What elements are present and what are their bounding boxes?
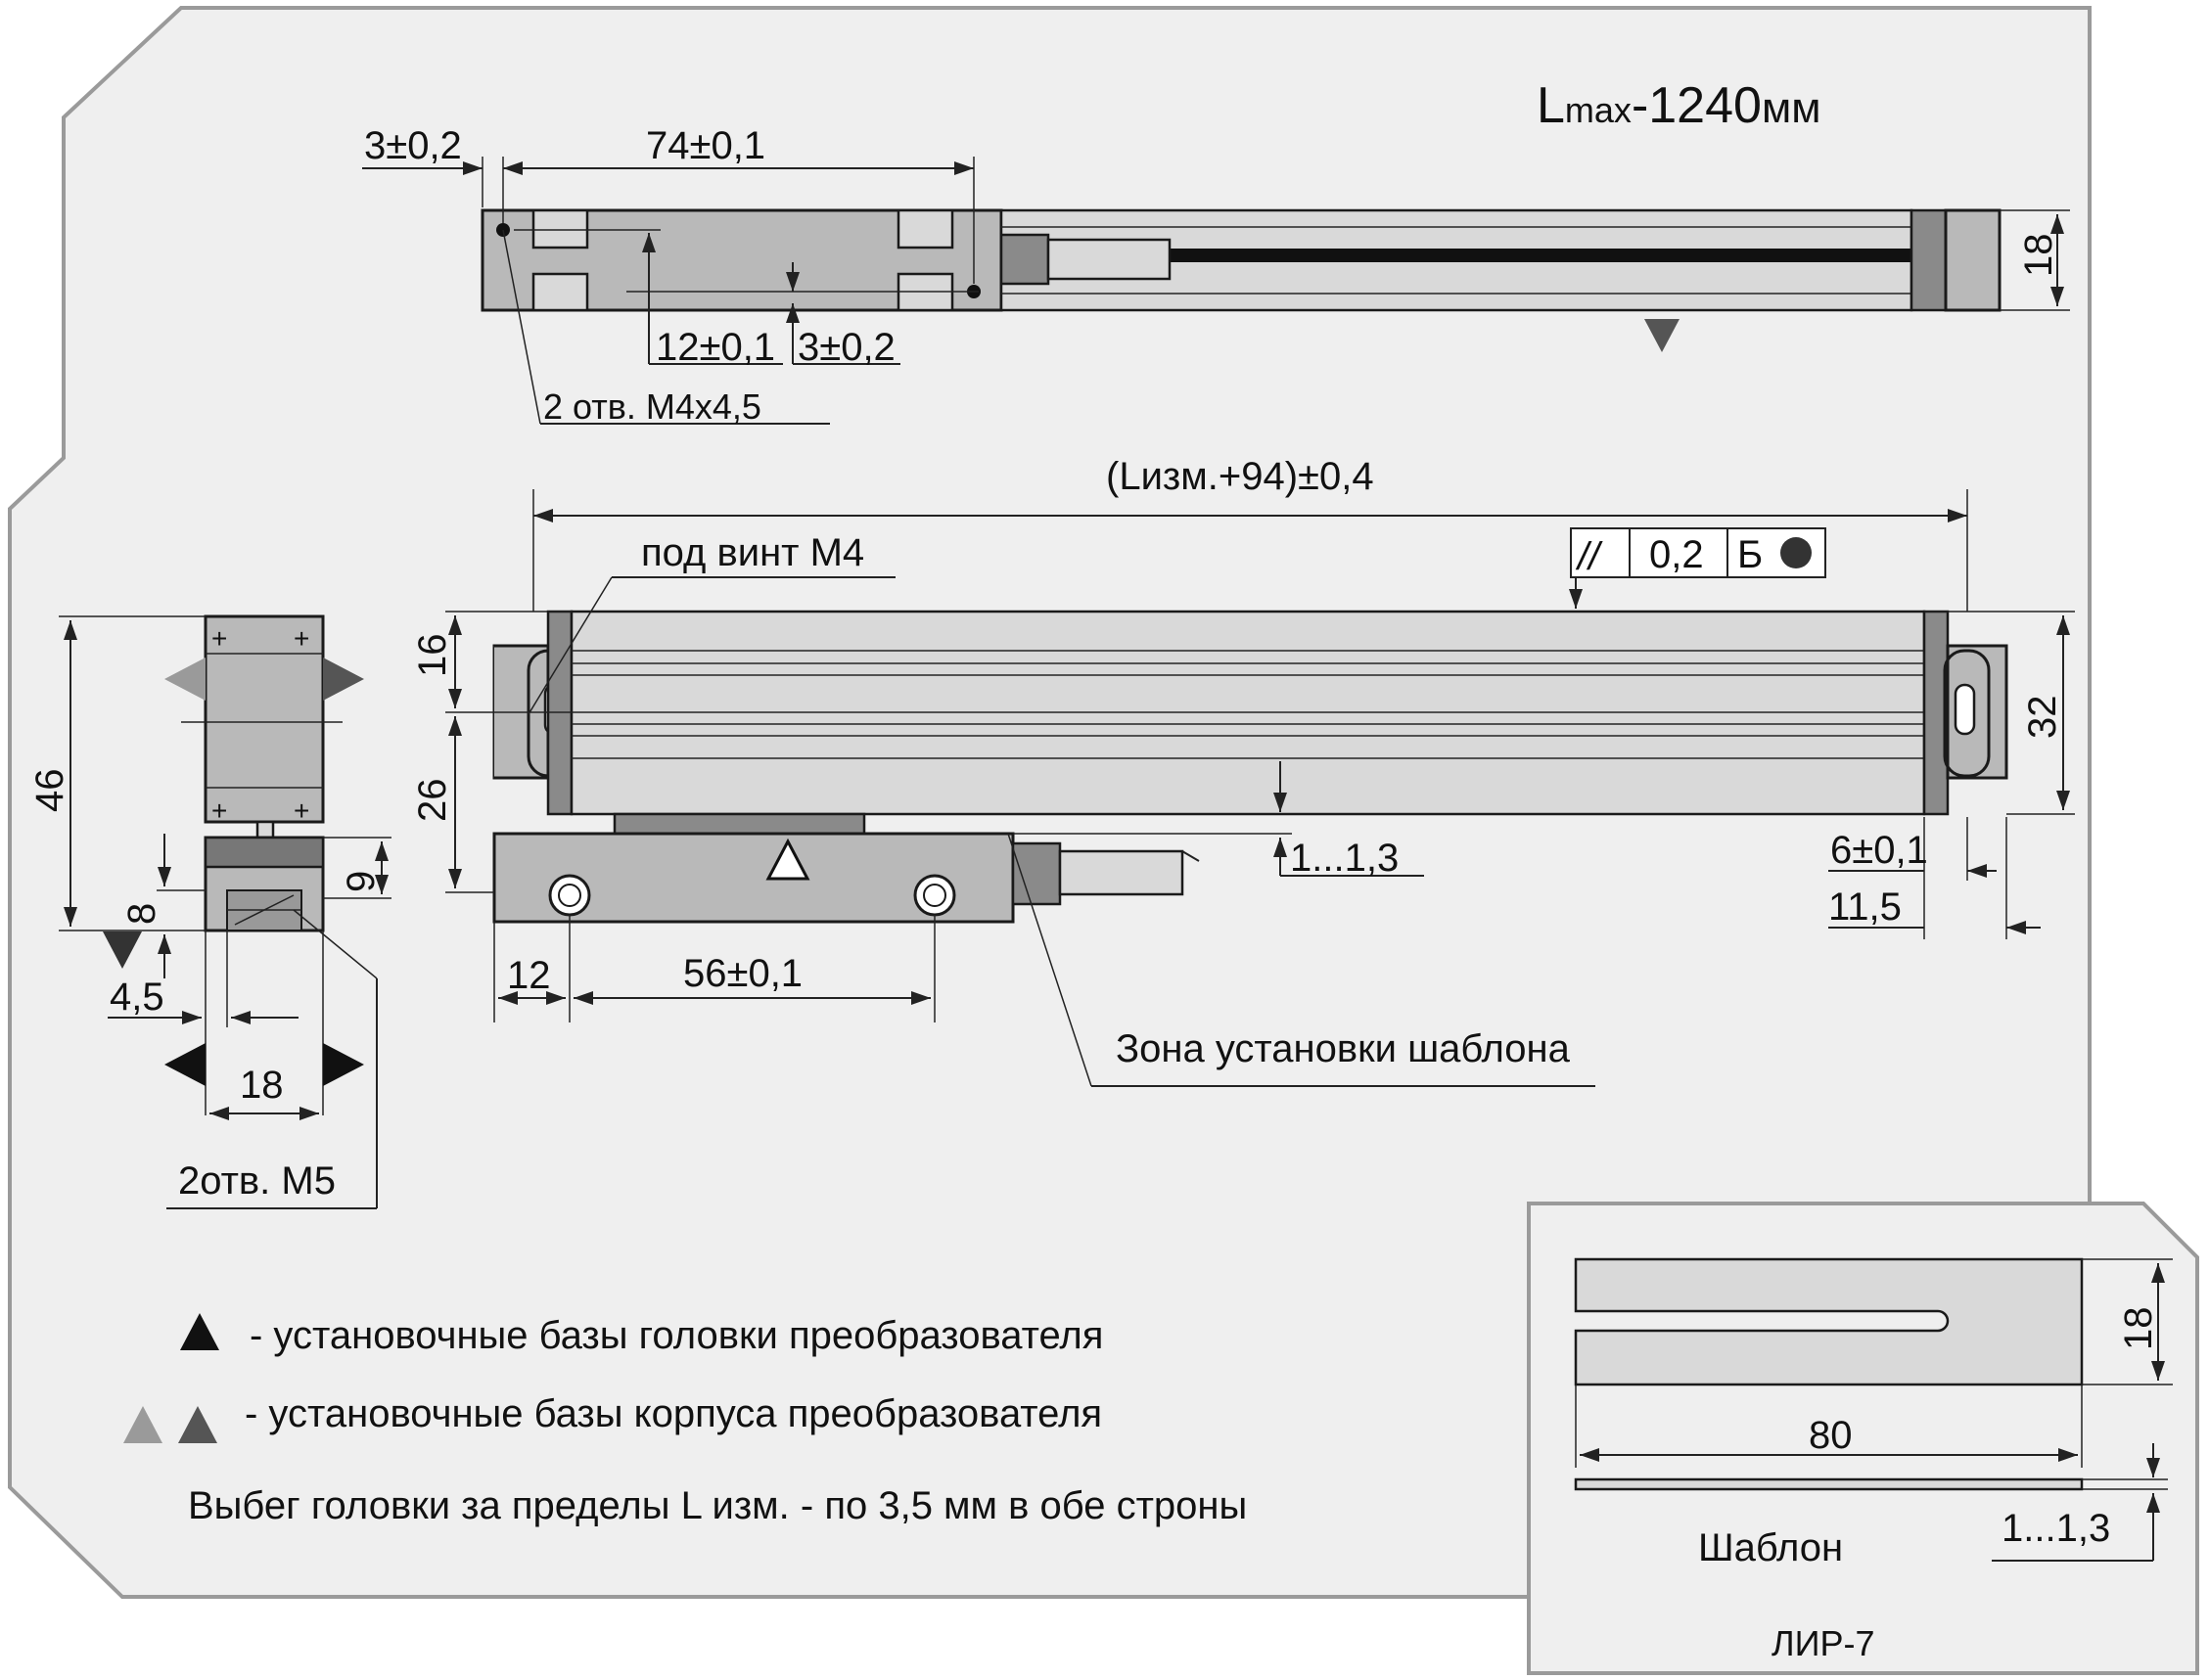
top-cable-gland [999, 233, 1050, 286]
legend-body-text: - установочные базы корпуса преобразоват… [245, 1392, 1102, 1435]
template-dim-18: 18 [2117, 1307, 2160, 1351]
length-dim: (Lизм.+94)±0,4 [1106, 455, 1374, 498]
front-flange-right [1946, 644, 2008, 780]
head-base-marker [765, 838, 810, 881]
dim-11-5: 11,5 [1828, 885, 1902, 929]
dim-16: 16 [411, 634, 454, 678]
dim-18-top: 18 [2017, 234, 2060, 278]
dim-3-top: 3±0,2 [364, 124, 462, 167]
holes-note-side: 2отв. М5 [178, 1159, 336, 1203]
front-cable-gland [1011, 841, 1062, 906]
datum-dot [1780, 537, 1812, 568]
svg-text:+: + [294, 623, 309, 654]
top-view: Lmax-1240мм 3±0,2 74±0,1 18 [362, 77, 2070, 427]
holes-note-top: 2 отв. М4х4,5 [543, 386, 761, 427]
front-view: (Lизм.+94)±0,4 // 0,2 Б [411, 455, 2075, 1087]
screw-note: под винт М4 [641, 531, 864, 574]
base-marker-top [1644, 319, 1680, 352]
template-zone-note: Зона установки шаблона [1116, 1027, 1571, 1070]
tolerance-symbol: // [1575, 535, 1603, 578]
dim-46: 46 [28, 769, 71, 813]
model-label: ЛИР-7 [1772, 1623, 1875, 1663]
top-end-cap [1910, 208, 1948, 312]
dim-4-5: 4,5 [110, 976, 164, 1019]
side-base-bottom [103, 931, 142, 969]
side-base-right [323, 658, 364, 701]
svg-text:+: + [211, 623, 227, 654]
tolerance-value: 0,2 [1649, 533, 1704, 576]
head-hole-left [548, 874, 591, 917]
gap-dim: 1...1,3 [1290, 837, 1399, 880]
svg-text:+: + [294, 795, 309, 826]
legend-head-marker [180, 1313, 219, 1350]
legend: - установочные базы головки преобразоват… [123, 1313, 1247, 1527]
dim-26: 26 [411, 779, 454, 823]
side-base-left [164, 658, 206, 701]
template-plate [1574, 1257, 2084, 1386]
dim-9: 9 [340, 871, 383, 892]
overrun-note: Выбег головки за пределы L изм. - по 3,5… [188, 1484, 1247, 1527]
dim-32: 32 [2021, 696, 2064, 740]
dim-12-top: 12±0,1 [656, 326, 775, 369]
lmax-label: Lmax-1240мм [1537, 77, 1820, 134]
legend-body-marker-light [123, 1406, 162, 1443]
template-side [1574, 1477, 2084, 1491]
head-hole-right [913, 874, 956, 917]
dim-18-side: 18 [240, 1064, 284, 1107]
dim-12-front: 12 [507, 954, 551, 997]
front-slot-right [1943, 649, 1991, 778]
template-dim-80: 80 [1809, 1414, 1853, 1457]
dim-6: 6±0,1 [1830, 829, 1928, 872]
template-view: 18 80 1...1,3 Шаблон ЛИР-7 [1574, 1257, 2173, 1663]
side-view: + + + + 46 8 9 4,5 18 [28, 614, 391, 1209]
dim-3b-top: 3±0,2 [798, 326, 896, 369]
legend-head-text: - установочные базы головки преобразоват… [250, 1314, 1103, 1357]
legend-body-marker-dark [178, 1406, 217, 1443]
dim-8: 8 [120, 903, 163, 925]
tolerance-datum: Б [1737, 533, 1763, 576]
svg-text:+: + [211, 795, 227, 826]
dim-56: 56±0,1 [683, 952, 803, 995]
template-thickness: 1...1,3 [2002, 1507, 2110, 1550]
template-label: Шаблон [1698, 1526, 1843, 1569]
dim-74: 74±0,1 [646, 124, 765, 167]
